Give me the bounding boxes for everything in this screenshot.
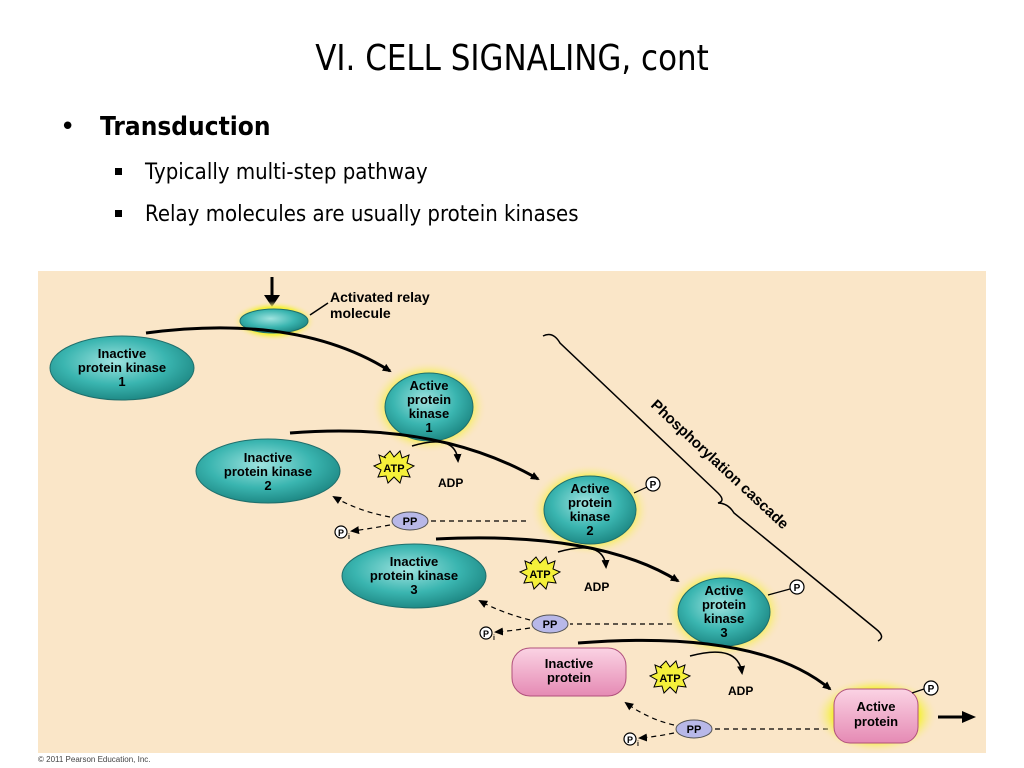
adp-label: ADP — [584, 580, 609, 594]
ik2-line3: 2 — [264, 478, 271, 493]
ik1-line2: protein kinase — [78, 360, 166, 375]
ik3-line1: Inactive — [390, 554, 438, 569]
phosphate-bond — [767, 588, 791, 596]
pp-label: PP — [687, 724, 702, 736]
ik3-line2: protein kinase — [370, 568, 458, 583]
pp-phosphatase — [391, 511, 429, 531]
ap-line2: protein — [854, 714, 898, 729]
activation-arrow-2 — [289, 429, 540, 481]
pi-release-arrow — [494, 627, 531, 636]
atp-adp-arrow — [689, 651, 746, 675]
pi-icon — [334, 525, 348, 539]
ak3-line3: kinase — [704, 611, 744, 626]
dephos-arrow — [332, 495, 391, 518]
relay-leader-line — [309, 302, 329, 316]
phosphate-label: P — [650, 480, 657, 491]
pp-phosphatase — [675, 719, 713, 739]
inactive-kinase-2 — [195, 438, 341, 504]
pi-release-arrow — [638, 732, 675, 742]
output-arrow-head — [962, 711, 976, 723]
pi-label: P — [338, 528, 344, 538]
atp-label: ATP — [529, 569, 550, 581]
phosphate-bond — [911, 688, 925, 694]
atp-adp-arrow — [557, 547, 610, 569]
atp-star-icon — [372, 450, 416, 484]
ak1-line2: protein — [407, 392, 451, 407]
ak2-line4: 2 — [586, 523, 593, 538]
atp-label: ATP — [383, 463, 404, 475]
ik3-line3: 3 — [410, 582, 417, 597]
activation-arrow-4 — [577, 638, 832, 691]
ak1-line3: kinase — [409, 406, 449, 421]
pp-phosphatase — [531, 614, 569, 634]
phosphate-icon — [923, 680, 939, 696]
ik1-line1: Inactive — [98, 346, 146, 361]
inactive-kinase-3 — [341, 543, 487, 609]
cascade-label: Phosphorylation cascade — [647, 396, 792, 532]
dephos-arrow — [624, 701, 675, 726]
pi-release-arrow — [350, 524, 391, 535]
pp-label: PP — [403, 516, 418, 528]
atp-star-icon — [518, 556, 562, 590]
phosphate-label: P — [928, 684, 935, 695]
inactive-kinase-1 — [49, 335, 195, 401]
dephos-arrow — [478, 600, 531, 621]
ak3-line1: Active — [704, 583, 743, 598]
bullet-text: Transduction — [100, 112, 271, 142]
ak1-line4: 1 — [425, 420, 432, 435]
ak2-line3: kinase — [570, 509, 610, 524]
cascade-bracket — [542, 333, 883, 642]
activation-arrow-1 — [145, 326, 392, 373]
atp-label: ATP — [659, 673, 680, 685]
activation-arrow-3 — [435, 536, 680, 583]
activated-relay-molecule — [239, 308, 309, 334]
pi-label: P — [483, 629, 489, 639]
pi-subscript: i — [348, 534, 350, 541]
pi-icon — [479, 626, 493, 640]
relay-label-line1: Activated relay — [330, 289, 430, 305]
phosphate-bond — [633, 486, 648, 494]
phosphate-icon — [645, 476, 661, 492]
ak3-line4: 3 — [720, 625, 727, 640]
relay-label-line2: molecule — [330, 305, 391, 321]
square-bullet-icon — [115, 168, 122, 175]
active-kinase-2 — [543, 475, 637, 545]
ip-line1: Inactive — [545, 656, 593, 671]
adp-label: ADP — [728, 684, 753, 698]
slide-title: VI. CELL SIGNALING, cont — [315, 38, 709, 79]
phosphate-label: P — [794, 583, 801, 594]
sub-bullet-text: Typically multi-step pathway — [145, 160, 428, 185]
atp-adp-arrow — [411, 441, 462, 463]
pi-subscript: i — [637, 741, 639, 748]
ak3-line2: protein — [702, 597, 746, 612]
atp-star-icon — [648, 660, 692, 694]
incoming-arrow-head — [264, 295, 280, 307]
square-bullet-icon — [115, 210, 122, 217]
diagram-panel: Activated relay molecule Inactive protei… — [38, 271, 986, 753]
pi-label: P — [627, 735, 633, 745]
ik2-line2: protein kinase — [224, 464, 312, 479]
bullet-dot: • — [60, 112, 76, 142]
active-kinase-1 — [384, 372, 474, 442]
ak2-line2: protein — [568, 495, 612, 510]
phosphorylation-cascade-diagram: Activated relay molecule Inactive protei… — [49, 277, 976, 753]
ik1-line3: 1 — [118, 374, 125, 389]
ak1-line1: Active — [409, 378, 448, 393]
sub-bullet-text: Relay molecules are usually protein kina… — [145, 202, 579, 227]
ik2-line1: Inactive — [244, 450, 292, 465]
active-protein — [833, 688, 919, 744]
adp-label: ADP — [438, 476, 463, 490]
inactive-protein — [511, 647, 627, 697]
ak2-line1: Active — [570, 481, 609, 496]
ip-line2: protein — [547, 670, 591, 685]
phosphate-icon — [789, 579, 805, 595]
ap-line1: Active — [856, 699, 895, 714]
pi-icon — [623, 732, 637, 746]
pp-label: PP — [543, 619, 558, 631]
pi-subscript: i — [493, 635, 495, 642]
copyright-notice: © 2011 Pearson Education, Inc. — [38, 755, 151, 764]
